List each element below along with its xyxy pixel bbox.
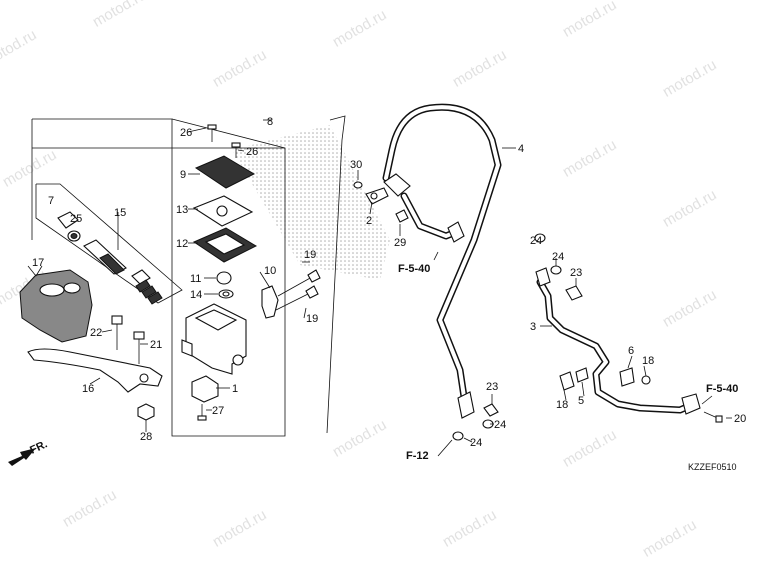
label-part-14: 14: [190, 289, 202, 301]
label-part-7: 7: [48, 195, 54, 207]
label-part-29: 29: [394, 237, 406, 249]
label-part-9: 9: [180, 169, 186, 181]
lower-hose-fitting: [452, 391, 499, 441]
label-part-10: 10: [264, 265, 276, 277]
part-9-reservoir-cap: [194, 155, 256, 189]
label-part-3: 3: [530, 321, 536, 333]
front-direction-arrow: FR.: [8, 438, 49, 466]
part-4-brake-hose: [382, 103, 502, 414]
ref-f-5-40: F-5-40: [398, 263, 430, 275]
part-19-bolt: [275, 285, 319, 311]
part-16-brake-lever: [27, 348, 163, 393]
part-19-bolt: [277, 269, 321, 297]
label-part-23: 23: [570, 267, 582, 279]
label-part-24: 24: [470, 437, 482, 449]
label-part-13: 13: [176, 204, 188, 216]
label-part-25: 25: [70, 213, 82, 225]
part-30-washer: [353, 181, 363, 189]
part-28-nut: [137, 403, 155, 421]
part-17-cover: [19, 265, 93, 343]
part-1-switch: [191, 375, 219, 403]
label-part-11: 11: [190, 273, 201, 285]
label-part-17: 17: [32, 257, 44, 269]
ref-f-12: F-12: [406, 450, 429, 462]
diagram-code: KZZEF0510: [688, 462, 737, 472]
part-20-bolt: [703, 411, 723, 423]
part-26-screw: [231, 142, 241, 158]
label-part-19: 19: [306, 313, 318, 325]
label-part-1: 1: [232, 383, 238, 395]
label-part-24: 24: [530, 235, 542, 247]
label-part-8: 8: [267, 116, 273, 128]
part-13-plate: [192, 195, 254, 227]
part-14-washer: [218, 289, 234, 299]
label-part-26: 26: [180, 127, 192, 139]
label-part-21: 21: [150, 339, 162, 351]
label-part-18: 18: [556, 399, 568, 411]
label-part-15: 15: [114, 207, 126, 219]
part-3-brake-pipe: [535, 267, 701, 415]
part-2-bracket: [365, 187, 389, 205]
part-11-float: [216, 271, 232, 285]
part-24-washer: [550, 265, 562, 275]
label-part-5: 5: [578, 395, 584, 407]
part-21-pivot: [133, 331, 145, 364]
part-27-screw: [197, 404, 207, 421]
part-12-diaphragm: [192, 227, 258, 263]
label-part-24: 24: [494, 419, 506, 431]
part-18-bolt: [641, 375, 651, 385]
label-part-6: 6: [628, 345, 634, 357]
master-cylinder-body: [181, 303, 247, 375]
part-29-bolt: [395, 209, 409, 223]
banjo-fitting-upper: [383, 173, 465, 243]
part-5-clamp: [559, 367, 589, 391]
label-part-16: 16: [82, 383, 94, 395]
part-15-piston-set: [83, 239, 163, 305]
front-arrow-label: FR.: [28, 438, 49, 456]
label-part-30: 30: [350, 159, 362, 171]
label-part-24: 24: [552, 251, 564, 263]
label-part-28: 28: [140, 431, 152, 443]
label-part-22: 22: [90, 327, 102, 339]
label-part-26: 26: [246, 146, 258, 158]
label-part-19: 19: [304, 249, 316, 261]
ref-f-5-40: F-5-40: [706, 383, 738, 395]
label-part-2: 2: [366, 215, 372, 227]
part-6-clamp: [619, 367, 635, 387]
section-references: F-5-40 F-5-40 F-12: [398, 251, 738, 462]
part-26-screw: [207, 124, 217, 142]
part-7-boot: [57, 211, 81, 242]
part-22-bolt: [111, 315, 123, 350]
shading-area: [232, 125, 390, 280]
leader-lines: [35, 119, 732, 443]
label-part-27: 27: [212, 405, 224, 417]
assembly-frame: [31, 115, 346, 437]
part-number-labels: 26 26 8 9 13 12 11 14 10 19 19 1 27 7 25…: [32, 116, 746, 449]
label-part-4: 4: [518, 143, 524, 155]
label-part-12: 12: [176, 238, 188, 250]
part-23-bolt: [565, 285, 583, 301]
part-10-holder: [261, 285, 279, 319]
label-part-20: 20: [734, 413, 746, 425]
label-part-23: 23: [486, 381, 498, 393]
label-part-18: 18: [642, 355, 654, 367]
